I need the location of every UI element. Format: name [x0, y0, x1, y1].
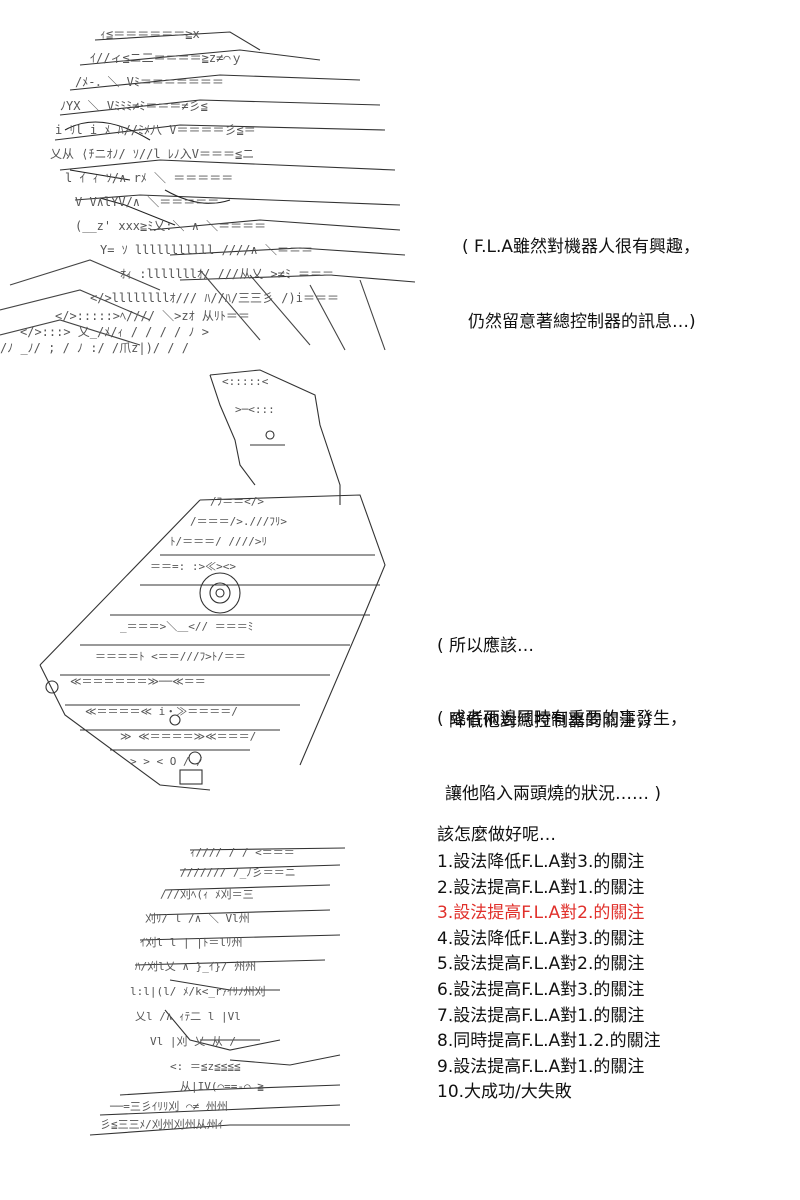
- ascii-art-character-thinking: ｨ//// / / <＝＝＝ /////// /_ﾉ彡＝＝ニ ///刈ﾍ(ｨ ﾒ…: [80, 840, 380, 1140]
- svg-text:彡≦三三ﾒ/刈州刈州从州ｲ: 彡≦三三ﾒ/刈州刈州从州ｲ: [100, 1118, 223, 1131]
- svg-text:从|IV(⌒==-⌒ ≧: 从|IV(⌒==-⌒ ≧: [180, 1080, 264, 1093]
- option-3-highlighted: 3.設法提高F.L.A對2.的關注: [437, 903, 645, 924]
- svg-text:>─<:::: >─<:::: [235, 403, 275, 416]
- body-strokes: [89, 1084, 350, 1136]
- svg-text:≪＝＝＝＝≪ i・≫＝＝＝＝/: ≪＝＝＝＝≪ i・≫＝＝＝＝/: [85, 705, 238, 718]
- svg-text:≫ ≪＝＝＝＝≫≪＝＝＝/: ≫ ≪＝＝＝＝≫≪＝＝＝/: [120, 730, 256, 743]
- hair-strokes: [134, 847, 346, 966]
- svg-text:<:::::<: <:::::<: [222, 375, 269, 388]
- svg-text:ﾊ/刈l乂 ∧ }_ｲ}/ 州州: ﾊ/刈l乂 ∧ }_ｲ}/ 州州: [135, 960, 256, 973]
- svg-text:乂l /∧ ｨﾃ二 l |Vl: 乂l /∧ ｨﾃ二 l |Vl: [135, 1010, 241, 1023]
- svg-text:V V∧lYV/∧ ＼＝＝＝＝＝: V V∧lYV/∧ ＼＝＝＝＝＝: [75, 195, 219, 209]
- caption-first-line2: 仍然留意著總控制器的訊息…): [468, 312, 696, 332]
- option-4: 4.設法降低F.L.A對3.的關注: [437, 928, 645, 949]
- caption-second: ( 所以應該… 降低他對總控制器的關注，): [437, 584, 651, 759]
- svg-text:</>:::> 乂_/ﾒ/ｨ / / / / ﾉ: </>:::> 乂_/ﾒ/ｨ / / / / ﾉ >: [20, 325, 209, 339]
- option-6: 6.設法提高F.L.A對3.的關注: [437, 979, 645, 1000]
- face-strokes: [164, 979, 341, 1066]
- ascii-art-controller-device: <:::::< >─<::: /ﾌ＝＝</> /＝＝＝/>.///ﾌﾘ> ﾄ/＝…: [0, 365, 400, 805]
- option-7: 7.設法提高F.L.A對1.的關注: [437, 1005, 645, 1026]
- svg-text:/ﾌ＝＝</>: /ﾌ＝＝</>: [210, 495, 264, 508]
- caption-third-line2: 讓他陷入兩頭燒的狀況…… ): [445, 784, 662, 804]
- svg-text:(__z' xxx≧ﾐ乂:＼ ∧ ＼＝＝＝＝: (__z' xxx≧ﾐ乂:＼ ∧ ＼＝＝＝＝: [75, 219, 266, 233]
- caption-second-line1: ( 所以應該…: [437, 636, 535, 656]
- svg-text:＝＝=: :>≪><>: ＝＝=: :>≪><>: [150, 560, 236, 573]
- svg-text:<: ＝≦z≦≦≦≦: <: ＝≦z≦≦≦≦: [170, 1060, 241, 1073]
- svg-text:///刈ﾍ(ｨ ﾒ刈＝三: ///刈ﾍ(ｨ ﾒ刈＝三: [160, 888, 254, 901]
- svg-text:ｲ//ィ≦ニ二＝＝＝＝≧z≠⌒ｙ: ｲ//ィ≦ニ二＝＝＝＝≧z≠⌒ｙ: [90, 51, 243, 65]
- svg-text:≪＝＝＝＝＝＝≫──≪＝＝: ≪＝＝＝＝＝＝≫──≪＝＝: [70, 675, 206, 688]
- option-5: 5.設法提高F.L.A對2.的關注: [437, 954, 645, 975]
- ascii-art-character-portrait: ｨ≦＝＝＝＝＝＝≧x ｲ//ィ≦ニ二＝＝＝＝≧z≠⌒ｙ /ﾒ-．＼ Vﾐ＝＝＝＝…: [0, 20, 420, 355]
- svg-text:_＝＝＝>＼＿<// ＝＝＝ﾐ: _＝＝＝>＼＿<// ＝＝＝ﾐ: [120, 620, 253, 633]
- svg-text:i ﾘl i ﾒ ﾊ//ﾐﾒ八 V＝＝＝＝彡≦＝: i ﾘl i ﾒ ﾊ//ﾐﾒ八 V＝＝＝＝彡≦＝: [55, 123, 256, 137]
- svg-text:/ﾉ _ﾉ/ ; / ﾉ :/ /爪z|)/ /: /ﾉ _ﾉ/ ; / ﾉ :/ /爪z|)/ / /: [0, 341, 189, 355]
- svg-text:</>:::::>ﾍ//// ＼>zｵ 从ﾘﾄ＝＝: </>:::::>ﾍ//// ＼>zｵ 从ﾘﾄ＝＝: [55, 309, 250, 323]
- antenna-head: [209, 369, 341, 505]
- caption-first-line1: ( F.L.A雖然對機器人很有興趣，: [462, 237, 700, 257]
- option-9: 9.設法提高F.L.A對1.的關注: [437, 1056, 645, 1077]
- svg-text:刈ﾘ/ l /∧ ＼ Vl州: 刈ﾘ/ l /∧ ＼ Vl州: [145, 912, 250, 925]
- caption-third: ( 或者兩邊同時有重要的事發生， 讓他陷入兩頭燒的狀況…… ): [437, 657, 687, 832]
- svg-text:l:l|(l/ ﾒ/k<_rｧｲﾘﾉ州刈: l:l|(l/ ﾒ/k<_rｧｲﾘﾉ州刈: [130, 985, 266, 998]
- svg-text:ｨ//// / / <＝＝＝: ｨ//// / / <＝＝＝: [190, 846, 295, 859]
- options-list: 1.設法降低F.L.A對3.的關注 2.設法提高F.L.A對1.的關注 3.設法…: [437, 850, 787, 1106]
- svg-text:──=三彡ｲﾘﾘ刈 ⌒≠ 州州: ──=三彡ｲﾘﾘ刈 ⌒≠ 州州: [109, 1100, 228, 1113]
- svg-text:乂从 ⟨ﾁニｵﾉ/ ｿ//l ﾚﾉ入V＝＝＝≦ニ: 乂从 ⟨ﾁニｵﾉ/ ｿ//l ﾚﾉ入V＝＝＝≦ニ: [50, 147, 254, 161]
- svg-text:Vl |刈 乂 从 /: Vl |刈 乂 从 /: [150, 1035, 236, 1048]
- device-body: [39, 494, 386, 791]
- caption-second-line2: 降低他對總控制器的關注，): [449, 711, 652, 731]
- caption-third-line1: ( 或者兩邊同時有重要的事發生，: [437, 709, 688, 729]
- svg-text:ﾉYX ＼ Vﾐﾐﾐ≠ﾐ＝＝＝≠彡≦: ﾉYX ＼ Vﾐﾐﾐ≠ﾐ＝＝＝≠彡≦: [60, 99, 208, 113]
- sleeve-strokes: [0, 259, 386, 351]
- svg-text:ｵｨ :lllllllｵ/ ///从乂 >≠ﾐ ＝＝＝: ｵｨ :lllllllｵ/ ///从乂 >≠ﾐ ＝＝＝: [120, 267, 334, 281]
- hair-strokes: [54, 31, 416, 283]
- option-10: 10.大成功/大失敗: [437, 1082, 572, 1103]
- option-1: 1.設法降低F.L.A對3.的關注: [437, 852, 645, 872]
- svg-text:</>llllllllｵ/// ﾊ//ﾊ/三三彡 /)i＝＝: </>llllllllｵ/// ﾊ//ﾊ/三三彡 /)i＝＝＝: [90, 291, 339, 305]
- svg-text:> > < O / /: > > < O / /: [130, 755, 203, 768]
- face-strokes: [64, 121, 231, 226]
- caption-first: ( F.L.A雖然對機器人很有興趣， 仍然留意著總控制器的訊息…): [462, 185, 700, 360]
- svg-text:ｨ≦＝＝＝＝＝＝≧x: ｨ≦＝＝＝＝＝＝≧x: [100, 27, 200, 41]
- question-text: 該怎麼做好呢…: [437, 825, 556, 845]
- svg-text:ﾄ/＝＝＝/ ////>ﾘ: ﾄ/＝＝＝/ ////>ﾘ: [170, 535, 267, 548]
- svg-text:＝＝＝＝ﾄ <＝＝///ﾌ>ﾄ/＝＝: ＝＝＝＝ﾄ <＝＝///ﾌ>ﾄ/＝＝: [95, 650, 246, 663]
- svg-text:/＝＝＝/>.///ﾌﾘ>: /＝＝＝/>.///ﾌﾘ>: [190, 515, 287, 528]
- svg-text:l ｲ ｨ ｿ/∧ rﾒ ＼ ＝＝＝＝＝: l ｲ ｨ ｿ/∧ rﾒ ＼ ＝＝＝＝＝: [65, 171, 233, 185]
- svg-text://///// /_ﾉ彡＝＝ニ: /////// /_ﾉ彡＝＝ニ: [180, 866, 296, 879]
- device-dial: [199, 572, 241, 614]
- device-buttons: [45, 680, 203, 785]
- option-8: 8.同時提高F.L.A對1.2.的關注: [437, 1031, 661, 1052]
- svg-text:ｲ刈l l | |ﾄ＝lﾘ州: ｲ刈l l | |ﾄ＝lﾘ州: [140, 936, 242, 949]
- svg-text:Y= ｿ lllllllllll ////∧ ＼＝＝＝: Y= ｿ lllllllllll ////∧ ＼＝＝＝: [100, 243, 313, 257]
- option-2: 2.設法提高F.L.A對1.的關注: [437, 877, 645, 898]
- svg-text:/ﾒ-．＼ Vﾐ＝＝＝＝＝＝＝: /ﾒ-．＼ Vﾐ＝＝＝＝＝＝＝: [75, 75, 224, 89]
